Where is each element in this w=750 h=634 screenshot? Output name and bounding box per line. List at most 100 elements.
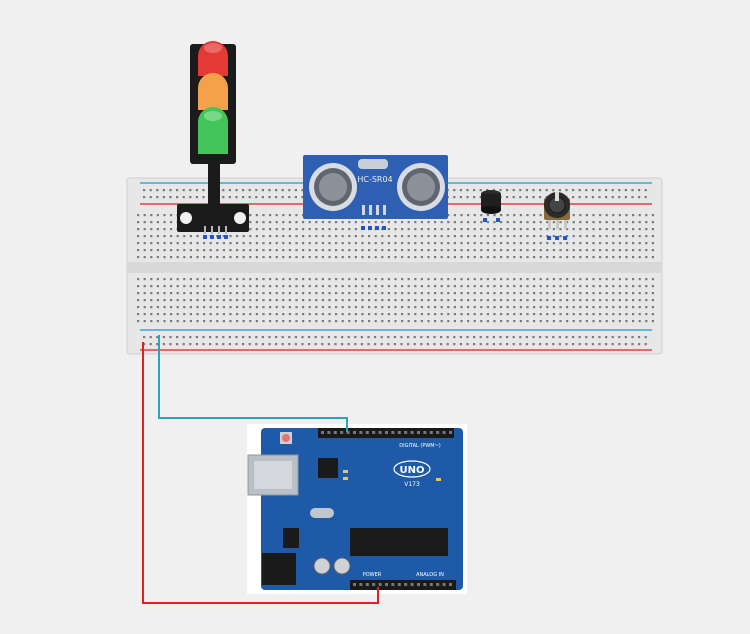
breadboard-hole [486, 306, 489, 309]
breadboard-hole [295, 235, 298, 238]
red-wire[interactable] [142, 342, 379, 604]
arduino-pin[interactable] [410, 431, 414, 434]
breadboard-hole [592, 242, 595, 245]
arduino-uno[interactable]: UNO V173 DIGITAL (PWM~) POWER ANALOG IN [247, 424, 467, 594]
arduino-pin[interactable] [391, 431, 395, 434]
arduino-pin[interactable] [429, 583, 433, 586]
arduino-pin[interactable] [436, 431, 440, 434]
wires[interactable] [142, 335, 379, 604]
arduino-pin[interactable] [372, 583, 376, 586]
breadboard-hole [645, 285, 648, 288]
buzzer[interactable] [481, 190, 501, 222]
breadboard-hole [506, 306, 509, 309]
breadboard-hole [335, 299, 338, 302]
arduino-pin[interactable] [397, 583, 401, 586]
arduino-pin[interactable] [449, 583, 452, 586]
breadboard-hole [618, 242, 621, 245]
breadboard-hole [170, 214, 173, 217]
arduino-pin[interactable] [417, 583, 420, 586]
breadboard-hole [156, 228, 159, 231]
breadboard-hole [407, 221, 410, 224]
breadboard-hole [579, 221, 582, 224]
arduino-pin[interactable] [365, 583, 369, 586]
traffic-light-module[interactable] [177, 41, 249, 239]
arduino-pin[interactable] [449, 431, 452, 434]
breadboard-hole [374, 313, 377, 316]
breadboard-hole [420, 256, 423, 259]
breadboard-hole [440, 242, 443, 245]
breadboard-hole [645, 320, 648, 323]
arduino-pin[interactable] [378, 431, 382, 434]
breadboard-hole [605, 278, 608, 281]
arduino-pin[interactable] [333, 431, 337, 434]
breadboard-hole [625, 249, 628, 252]
arduino-pin[interactable] [372, 431, 376, 434]
breadboard-hole [150, 242, 153, 245]
breadboard-hole [638, 189, 641, 192]
breadboard-hole [288, 336, 291, 339]
arduino-pin[interactable] [385, 431, 388, 434]
breadboard-hole [335, 242, 338, 245]
arduino-pin[interactable] [359, 583, 363, 586]
breadboard-hole [269, 306, 272, 309]
breadboard-hole [539, 228, 542, 231]
arduino-pin[interactable] [404, 431, 408, 434]
arduino-pin[interactable] [346, 431, 350, 434]
breadboard-hole [592, 221, 595, 224]
breadboard-hole [229, 320, 232, 323]
arduino-pin[interactable] [410, 583, 414, 586]
arduino-pin[interactable] [359, 431, 363, 434]
arduino-pin[interactable] [423, 583, 427, 586]
breadboard-hole [394, 228, 397, 231]
arduino-pin[interactable] [397, 431, 401, 434]
breadboard-hole [407, 292, 410, 295]
arduino-pin[interactable] [442, 431, 446, 434]
breadboard-hole [585, 196, 588, 199]
breadboard-hole [387, 221, 390, 224]
breadboard-hole [513, 214, 516, 217]
breadboard-hole [308, 306, 311, 309]
breadboard-hole [216, 256, 219, 259]
arduino-pin[interactable] [327, 431, 331, 434]
breadboard-hole [625, 228, 628, 231]
breadboard-hole [229, 249, 232, 252]
breadboard-hole [486, 320, 489, 323]
arduino-pin[interactable] [429, 431, 433, 434]
breadboard-hole [203, 278, 206, 281]
arduino-pin[interactable] [353, 431, 356, 434]
breadboard-hole [420, 285, 423, 288]
arduino-pin[interactable] [365, 431, 369, 434]
breadboard-hole [414, 235, 417, 238]
potentiometer[interactable] [544, 192, 570, 240]
breadboard-hole [374, 278, 377, 281]
arduino-pin[interactable] [404, 583, 408, 586]
breadboard-hole [202, 189, 205, 192]
breadboard-hole [348, 242, 351, 245]
breadboard-hole [189, 299, 192, 302]
breadboard-hole [579, 242, 582, 245]
arduino-pin[interactable] [353, 583, 356, 586]
arduino-pin[interactable] [321, 431, 324, 434]
breadboard-hole [335, 256, 338, 259]
arduino-pin[interactable] [417, 431, 420, 434]
ultrasonic-sensor[interactable] [303, 155, 448, 230]
breadboard-hole [638, 256, 641, 259]
arduino-pin[interactable] [436, 583, 440, 586]
breadboard-hole [275, 336, 278, 339]
breadboard-hole [579, 235, 582, 238]
breadboard-hole [150, 221, 153, 224]
arduino-pin[interactable] [423, 431, 427, 434]
breadboard-hole [605, 189, 608, 192]
breadboard-hole [625, 285, 628, 288]
breadboard-hole [341, 336, 344, 339]
teal-wire[interactable] [158, 335, 348, 432]
arduino-pin[interactable] [442, 583, 446, 586]
arduino-pin[interactable] [391, 583, 395, 586]
breadboard-hole [605, 228, 608, 231]
arduino-pin[interactable] [385, 583, 388, 586]
breadboard-hole [381, 285, 384, 288]
breadboard-hole [189, 343, 192, 346]
breadboard-hole [493, 221, 496, 224]
arduino-pin[interactable] [340, 431, 344, 434]
arduino-pin[interactable] [378, 583, 382, 586]
